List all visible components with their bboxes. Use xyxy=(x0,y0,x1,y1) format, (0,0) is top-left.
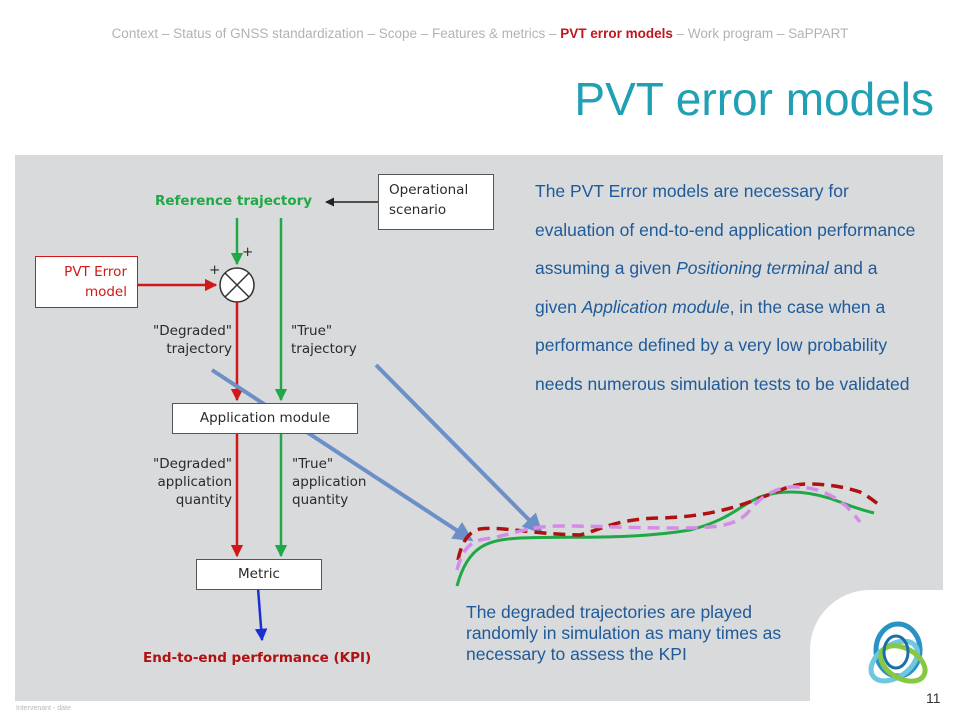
true-app-line2: application xyxy=(292,474,367,490)
true-trajectory-line2: trajectory xyxy=(291,341,357,357)
degraded-curve-red xyxy=(456,482,880,561)
kpi-label: End-to-end performance (KPI) xyxy=(143,650,372,666)
description-part1: The PVT Error models are necessary for e… xyxy=(535,181,916,278)
summing-junction-icon xyxy=(219,267,255,303)
degraded-trajectory-line1: "Degraded" xyxy=(153,323,232,339)
description-em1: Positioning terminal xyxy=(676,258,829,278)
operational-scenario-line1: Operational xyxy=(389,182,469,198)
degraded-app-line2: application xyxy=(157,474,232,490)
sappart-logo-icon xyxy=(868,621,928,684)
pvt-error-model-box: PVT Error model xyxy=(35,256,138,308)
simulation-note: The degraded trajectories are played ran… xyxy=(466,602,782,664)
degraded-app-quantity-label: "Degraded" application quantity xyxy=(124,455,232,509)
plus-top-label: + xyxy=(242,244,254,260)
true-curve xyxy=(455,490,875,587)
breadcrumb-active: PVT error models xyxy=(560,26,673,41)
true-trajectory-label: "True" trajectory xyxy=(291,322,357,358)
pvt-error-line1: PVT Error xyxy=(64,264,127,280)
description-text: The PVT Error models are necessary for e… xyxy=(535,172,920,403)
true-app-line1: "True" xyxy=(292,456,334,472)
degraded-to-curves-arrow xyxy=(210,368,474,542)
true-trajectory-line1: "True" xyxy=(291,323,333,339)
plus-left-label: + xyxy=(209,262,221,278)
pvt-error-line2: model xyxy=(84,284,127,300)
breadcrumb-before: Context – Status of GNSS standardization… xyxy=(111,26,561,41)
content-panel xyxy=(15,155,943,701)
metric-to-kpi-arrow xyxy=(254,587,268,642)
description-em2: Application module xyxy=(581,296,730,317)
degraded-app-line3: quantity xyxy=(175,492,232,508)
operational-scenario-box: Operational scenario xyxy=(378,174,494,230)
operational-scenario-line2: scenario xyxy=(389,202,447,218)
page-title: PVT error models xyxy=(574,73,934,125)
degraded-trajectory-label: "Degraded" trajectory xyxy=(124,322,232,358)
footer-text: Intervenant - date xyxy=(16,705,71,712)
breadcrumb: Context – Status of GNSS standardization… xyxy=(0,26,960,41)
degraded-trajectory-line2: trajectory xyxy=(166,341,232,357)
true-app-line3: quantity xyxy=(292,492,349,508)
breadcrumb-after: – Work program – SaPPART xyxy=(672,26,849,41)
degraded-curve-purple xyxy=(455,485,862,571)
true-app-quantity-label: "True" application quantity xyxy=(292,455,366,509)
description-part3: , in the case when a performance defined… xyxy=(535,296,910,394)
reference-trajectory-label: Reference trajectory xyxy=(155,193,313,209)
application-module-box: Application module xyxy=(172,403,358,434)
description-part2: and a given xyxy=(535,258,878,317)
true-to-curves-arrow xyxy=(374,363,543,534)
degraded-app-line1: "Degraded" xyxy=(153,456,232,472)
page-number: 11 xyxy=(926,690,941,706)
metric-box: Metric xyxy=(196,559,322,590)
